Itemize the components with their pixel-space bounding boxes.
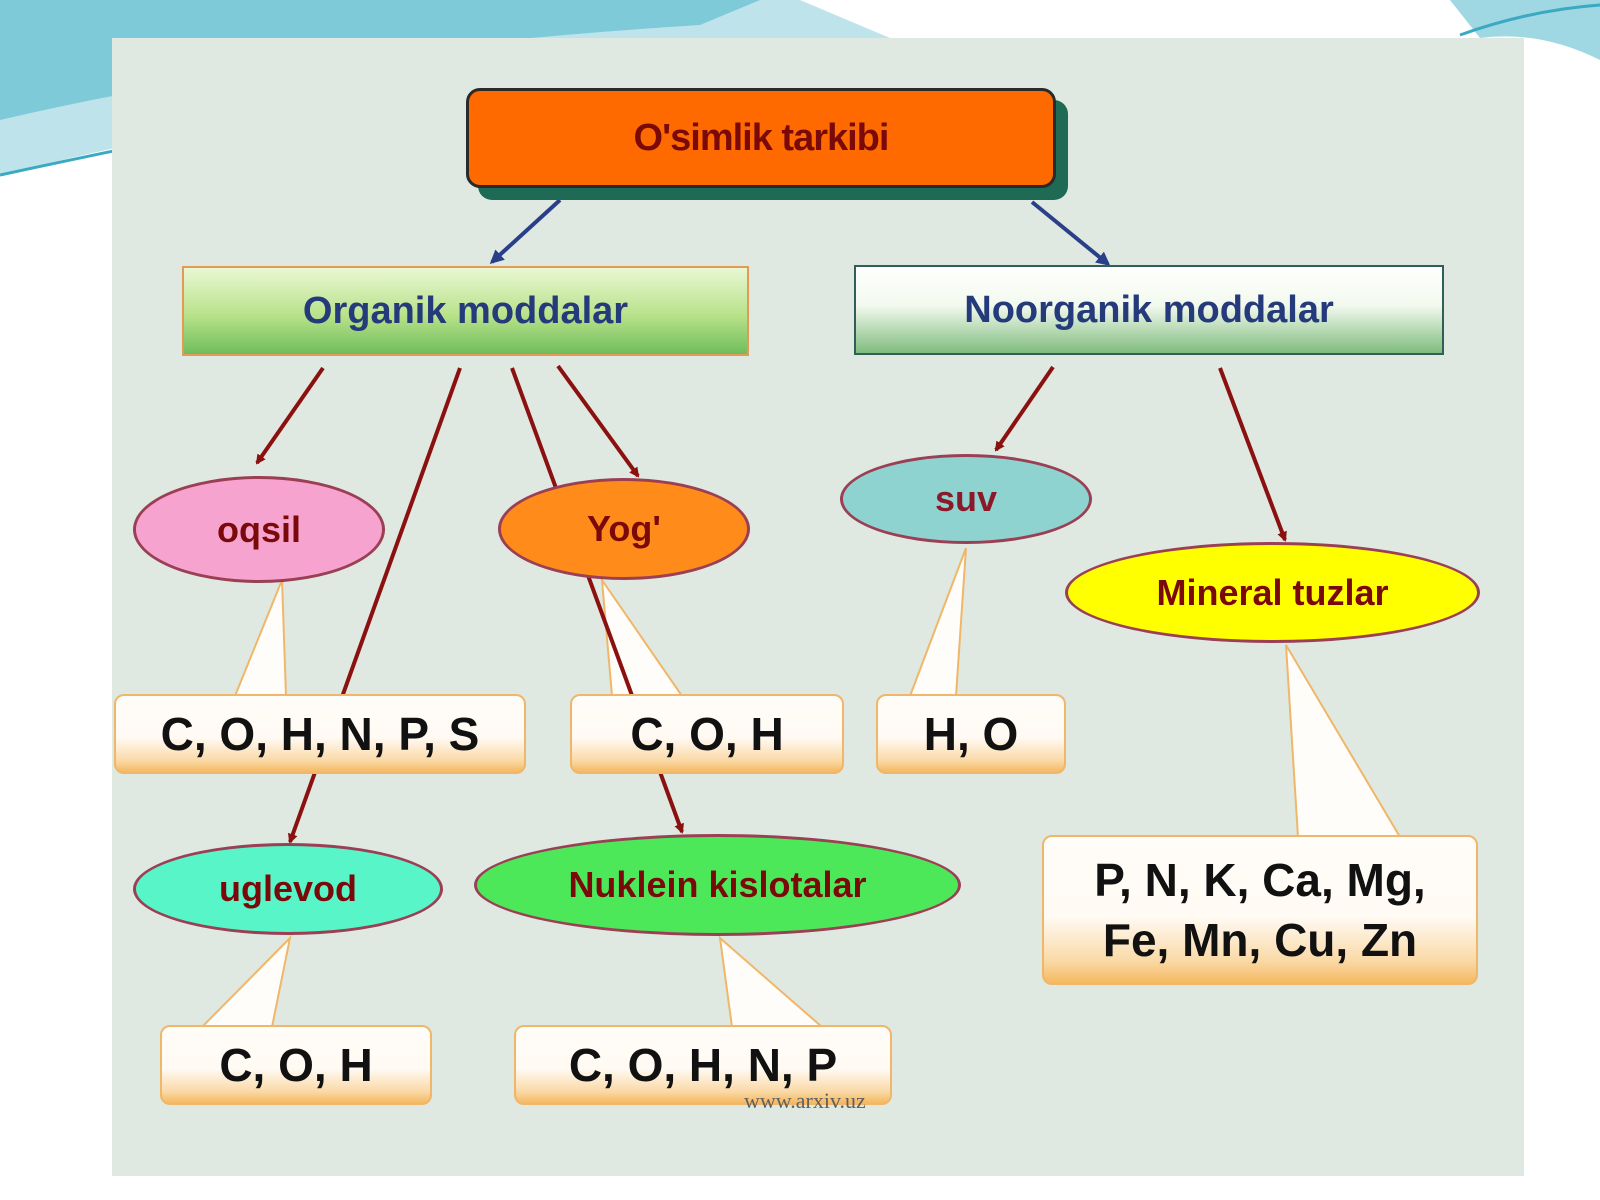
nuklein-node: Nuklein kislotalar bbox=[474, 834, 961, 936]
organic-category: Organik moddalar bbox=[182, 266, 749, 356]
uglevod-elements-box: C, O, H bbox=[160, 1025, 432, 1105]
nuklein-elements-box: C, O, H, N, P bbox=[514, 1025, 892, 1105]
mineral-elements-line2: Fe, Mn, Cu, Zn bbox=[1102, 914, 1418, 966]
suv-elements-box: H, O bbox=[876, 694, 1066, 774]
mineral-node: Mineral tuzlar bbox=[1065, 542, 1480, 643]
suv-node: suv bbox=[840, 454, 1092, 544]
root-node: O'simlik tarkibi bbox=[466, 88, 1056, 188]
mineral-elements-line1: P, N, K, Ca, Mg, bbox=[1094, 854, 1426, 906]
yog-node: Yog' bbox=[498, 478, 750, 580]
inorganic-category: Noorganik moddalar bbox=[854, 265, 1444, 355]
oqsil-node: oqsil bbox=[133, 476, 385, 583]
yog-elements-box: C, O, H bbox=[570, 694, 844, 774]
watermark: www.arxiv.uz bbox=[744, 1088, 866, 1113]
mineral-elements-box: P, N, K, Ca, Mg, Fe, Mn, Cu, Zn bbox=[1042, 835, 1478, 985]
oqsil-elements-box: C, O, H, N, P, S bbox=[114, 694, 526, 774]
uglevod-node: uglevod bbox=[133, 843, 443, 935]
